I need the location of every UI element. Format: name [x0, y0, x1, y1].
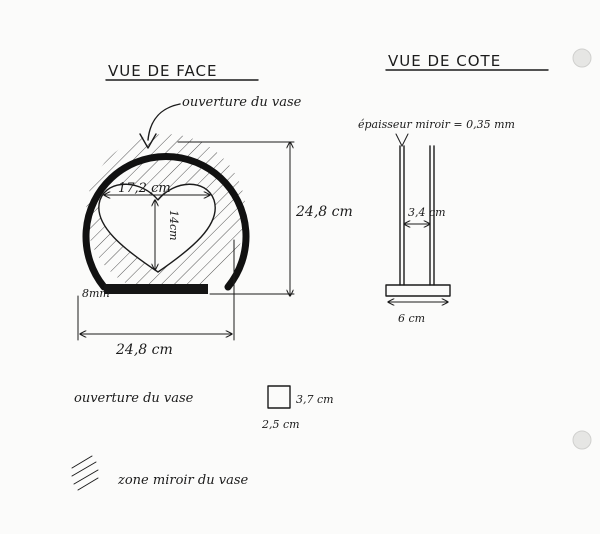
side-base [385, 284, 451, 297]
heart-width-label: 17,2 cm [118, 181, 171, 196]
inner-width-label: 3,4 cm [408, 206, 446, 219]
base-width-label: 6 cm [398, 312, 425, 325]
legend-opening-label: ouverture du vase [74, 391, 194, 406]
front-view-title: VUE DE FACE [108, 62, 217, 80]
legend-mirror-zone-label: zone miroir du vase [117, 473, 248, 488]
mirror-thickness-label: épaisseur miroir = 0,35 mm [358, 118, 515, 131]
mirror-thickness-pointer [395, 133, 409, 148]
opening-pointer [147, 103, 181, 141]
base-thickness-label: 8mm [82, 287, 110, 300]
legend-opening-height: 3,7 cm [296, 393, 334, 406]
width-label: 24,8 cm [115, 342, 173, 358]
binder-hole-top [572, 48, 592, 68]
heart-opening [98, 183, 216, 273]
legend-hatch-swatch [71, 455, 99, 491]
side-view-title: VUE DE COTE [388, 52, 501, 70]
heart-height-label: 14cm [167, 210, 180, 241]
front-view: 17,2 cm 14cm ouverture du vase 24,8 cm 8… [77, 95, 353, 358]
legend: ouverture du vase 3,7 cm 2,5 cm zone mir… [71, 385, 334, 491]
mirror-zone-hatch [86, 134, 246, 290]
binder-hole-bottom [572, 430, 592, 450]
vase-frame [82, 153, 250, 291]
height-label: 24,8 cm [295, 204, 353, 220]
legend-opening-width: 2,5 cm [261, 418, 300, 431]
opening-label: ouverture du vase [182, 95, 302, 110]
side-view: épaisseur miroir = 0,35 mm 3,4 cm 6 cm [358, 118, 515, 325]
vase-base [104, 284, 208, 294]
legend-opening-square [267, 385, 291, 409]
opening-arrow-head [139, 133, 157, 149]
